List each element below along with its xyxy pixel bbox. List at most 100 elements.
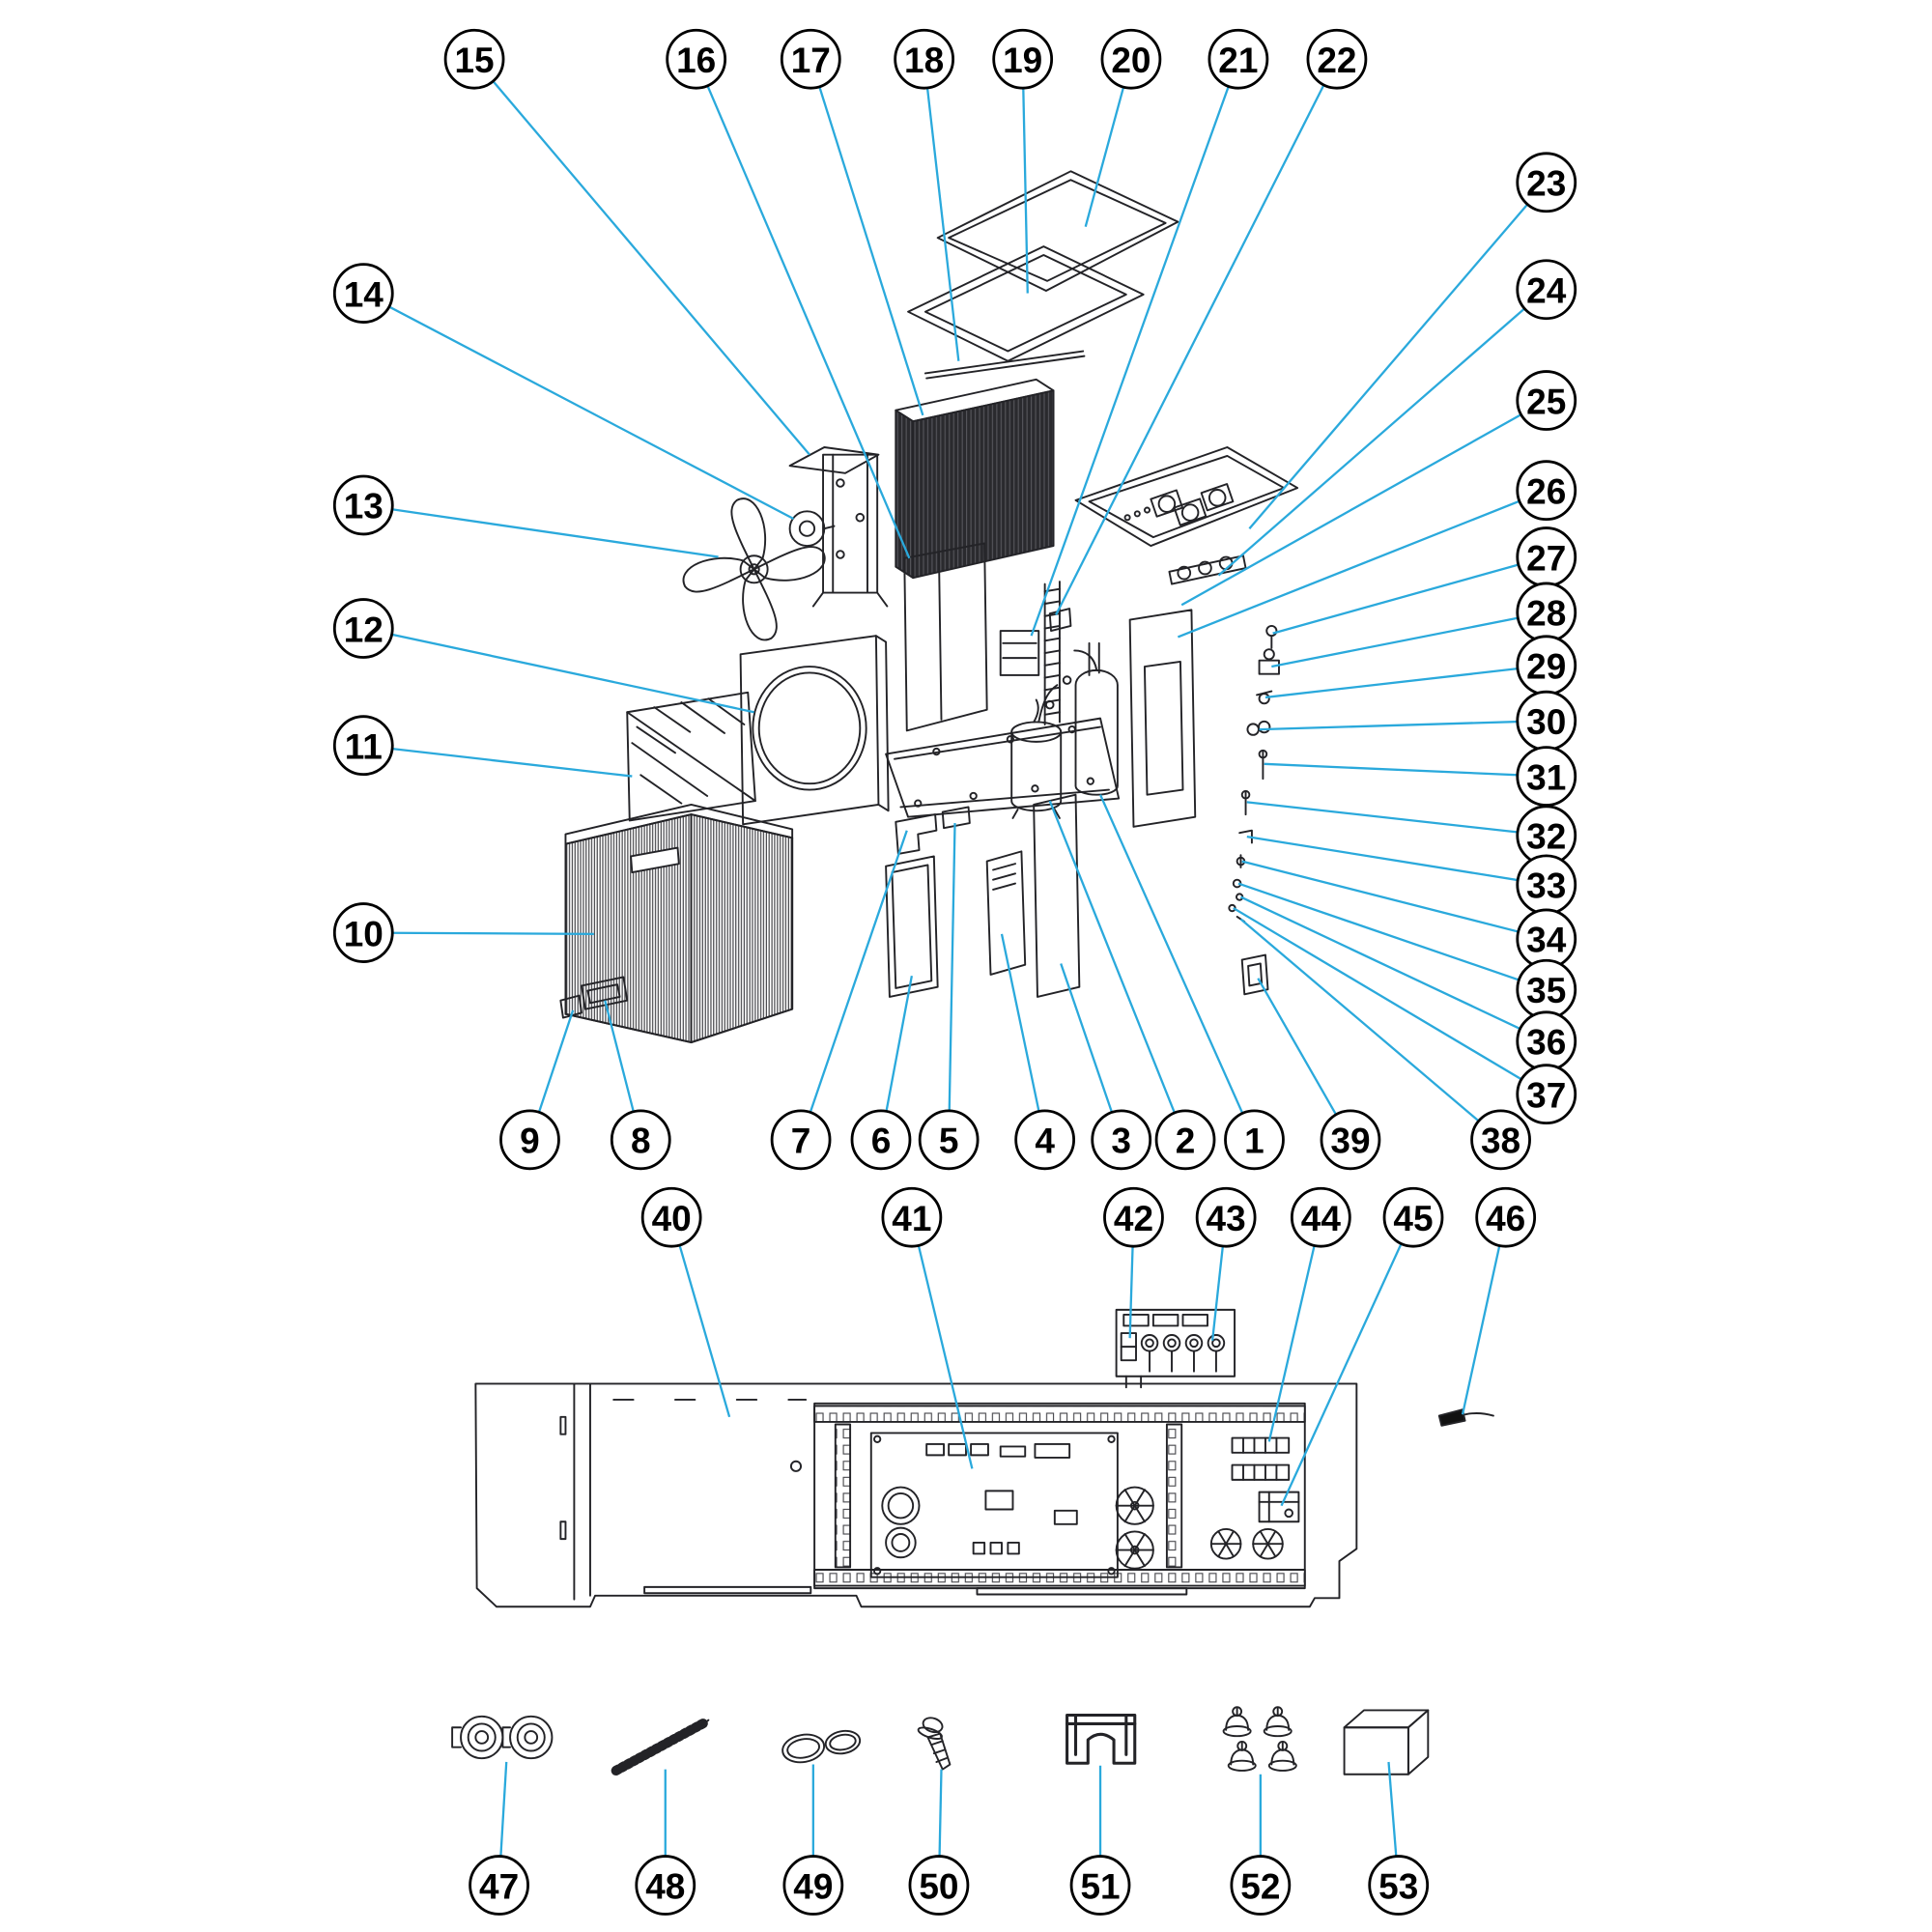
- callout-48: 48: [635, 1855, 696, 1916]
- leader-line-22: [1055, 58, 1338, 615]
- leader-line-28: [1271, 611, 1547, 668]
- callout-number-53: 53: [1378, 1866, 1418, 1906]
- leader-line-3: [1060, 963, 1122, 1141]
- callout-14: 14: [332, 263, 394, 324]
- callout-number-8: 8: [631, 1122, 651, 1161]
- leader-line-1: [1098, 794, 1256, 1141]
- callout-34: 34: [1516, 908, 1577, 970]
- callout-number-6: 6: [871, 1122, 892, 1161]
- vent-grommets: [1115, 1486, 1284, 1570]
- callout-31: 31: [1516, 746, 1577, 807]
- callout-46: 46: [1475, 1186, 1537, 1248]
- fan-shroud-panel: [739, 635, 890, 826]
- callout-number-42: 42: [1114, 1199, 1153, 1238]
- callout-49: 49: [782, 1855, 844, 1916]
- callout-number-40: 40: [652, 1199, 692, 1238]
- callout-42: 42: [1103, 1186, 1164, 1248]
- mounting-frame: [813, 1402, 1306, 1590]
- callout-7: 7: [770, 1109, 832, 1171]
- service-panel: [885, 855, 939, 998]
- callout-number-12: 12: [344, 610, 384, 649]
- leader-line-33: [1246, 835, 1547, 886]
- callout-number-13: 13: [344, 487, 384, 526]
- access-cover: [581, 976, 629, 1010]
- clamp-bracket: [1065, 1713, 1137, 1765]
- cover-box: [1343, 1709, 1430, 1776]
- screw: [917, 1717, 952, 1771]
- callout-37: 37: [1516, 1064, 1577, 1125]
- callout-44: 44: [1290, 1186, 1351, 1248]
- callout-number-20: 20: [1111, 41, 1151, 80]
- callout-number-36: 36: [1526, 1023, 1566, 1063]
- leader-line-39: [1257, 978, 1351, 1141]
- drain-fitting: [559, 994, 582, 1019]
- callout-43: 43: [1195, 1186, 1257, 1248]
- callout-number-16: 16: [676, 41, 716, 80]
- callout-10: 10: [332, 902, 394, 963]
- leader-line-19: [1021, 59, 1029, 294]
- rear-panel-chassis: [474, 1382, 1358, 1608]
- callout-number-43: 43: [1207, 1199, 1246, 1238]
- callout-number-49: 49: [793, 1866, 833, 1906]
- callout-number-45: 45: [1393, 1199, 1433, 1238]
- callout-3: 3: [1091, 1109, 1152, 1171]
- callout-33: 33: [1516, 854, 1577, 916]
- callout-40: 40: [640, 1186, 702, 1248]
- fan-motor: [788, 510, 836, 548]
- callout-11: 11: [332, 715, 394, 777]
- callout-number-19: 19: [1003, 41, 1042, 80]
- fan-blade: [682, 497, 826, 641]
- callout-29: 29: [1516, 635, 1577, 696]
- junction-box: [1115, 1308, 1236, 1389]
- leader-lines: [362, 58, 1548, 1886]
- callout-number-5: 5: [939, 1122, 959, 1161]
- electrical-box: [999, 608, 1072, 676]
- top-frame-gasket: [907, 245, 1145, 362]
- callout-24: 24: [1516, 259, 1577, 321]
- callout-number-3: 3: [1111, 1122, 1131, 1161]
- callout-45: 45: [1382, 1186, 1444, 1248]
- leader-line-11: [363, 744, 633, 778]
- o-rings: [781, 1729, 862, 1764]
- accumulator: [1074, 641, 1119, 796]
- leader-line-4: [1000, 933, 1046, 1141]
- callout-51: 51: [1069, 1855, 1131, 1916]
- leader-line-41: [910, 1216, 974, 1469]
- callout-36: 36: [1516, 1010, 1577, 1072]
- callout-number-10: 10: [344, 914, 384, 953]
- callout-35: 35: [1516, 958, 1577, 1020]
- callout-number-7: 7: [791, 1122, 811, 1161]
- seal-strip: [923, 350, 1086, 380]
- leader-line-37: [1233, 907, 1548, 1095]
- callout-number-44: 44: [1301, 1199, 1342, 1238]
- terminal-strips: [1231, 1436, 1291, 1481]
- leader-line-44: [1267, 1216, 1322, 1442]
- corner-duct-panel: [903, 542, 988, 732]
- clamp-plate: [941, 806, 971, 830]
- mesh-screen: [626, 691, 756, 822]
- callout-32: 32: [1516, 805, 1577, 867]
- callout-number-30: 30: [1526, 702, 1566, 742]
- power-cord: [1437, 1408, 1494, 1427]
- callout-20: 20: [1100, 28, 1162, 90]
- callout-number-18: 18: [904, 41, 944, 80]
- leader-line-18: [923, 59, 960, 361]
- leader-line-45: [1280, 1216, 1415, 1507]
- callout-41: 41: [881, 1186, 943, 1248]
- callout-number-48: 48: [645, 1866, 685, 1906]
- callout-number-39: 39: [1330, 1122, 1370, 1161]
- leader-line-38: [1239, 918, 1502, 1141]
- callout-number-33: 33: [1526, 867, 1566, 906]
- callout-1: 1: [1224, 1109, 1285, 1171]
- callout-16: 16: [666, 28, 727, 90]
- refrigerant-pipes: [1037, 649, 1098, 724]
- callout-25: 25: [1516, 370, 1577, 431]
- callout-number-47: 47: [479, 1866, 519, 1906]
- callout-17: 17: [780, 28, 841, 90]
- callout-number-23: 23: [1526, 164, 1566, 204]
- relay-module: [1258, 1491, 1300, 1523]
- leader-line-40: [670, 1216, 731, 1418]
- leader-line-46: [1461, 1216, 1507, 1415]
- leader-line-24: [1217, 288, 1548, 577]
